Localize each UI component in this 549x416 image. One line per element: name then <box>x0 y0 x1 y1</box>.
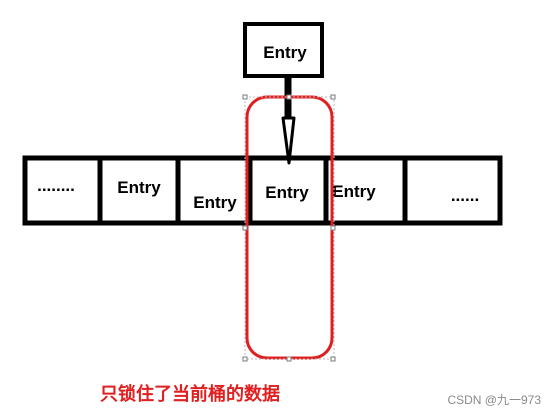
pointer-arrow <box>281 76 296 165</box>
bucket-array: ........ Entry Entry Entry Entry ...... <box>22 155 503 226</box>
selection-handle <box>330 225 336 231</box>
selection-handle <box>330 356 336 362</box>
bucket-cell-label: Entry <box>117 178 161 197</box>
selection-handle <box>286 94 292 100</box>
top-entry-node: Entry <box>243 22 324 78</box>
top-entry-box <box>243 22 324 78</box>
bucket-cell-label: Entry <box>193 193 237 212</box>
bucket-cell-label: Entry <box>332 182 376 201</box>
pointer-arrow-head <box>281 116 296 165</box>
top-entry-label: Entry <box>263 43 307 62</box>
lock-highlight <box>242 94 336 362</box>
watermark: CSDN @九一973 <box>447 393 541 407</box>
selection-handle <box>242 225 248 231</box>
selection-handle <box>242 94 248 100</box>
selection-handle <box>330 94 336 100</box>
selection-handle <box>286 356 292 362</box>
selection-handle <box>242 356 248 362</box>
bucket-cell-label: ........ <box>37 176 75 195</box>
bucket-cell-label: ...... <box>451 186 479 205</box>
bucket-cell-label: Entry <box>265 183 309 202</box>
lock-caption: 只锁住了当前桶的数据 <box>100 384 280 405</box>
bucket-array-outline <box>22 155 503 226</box>
